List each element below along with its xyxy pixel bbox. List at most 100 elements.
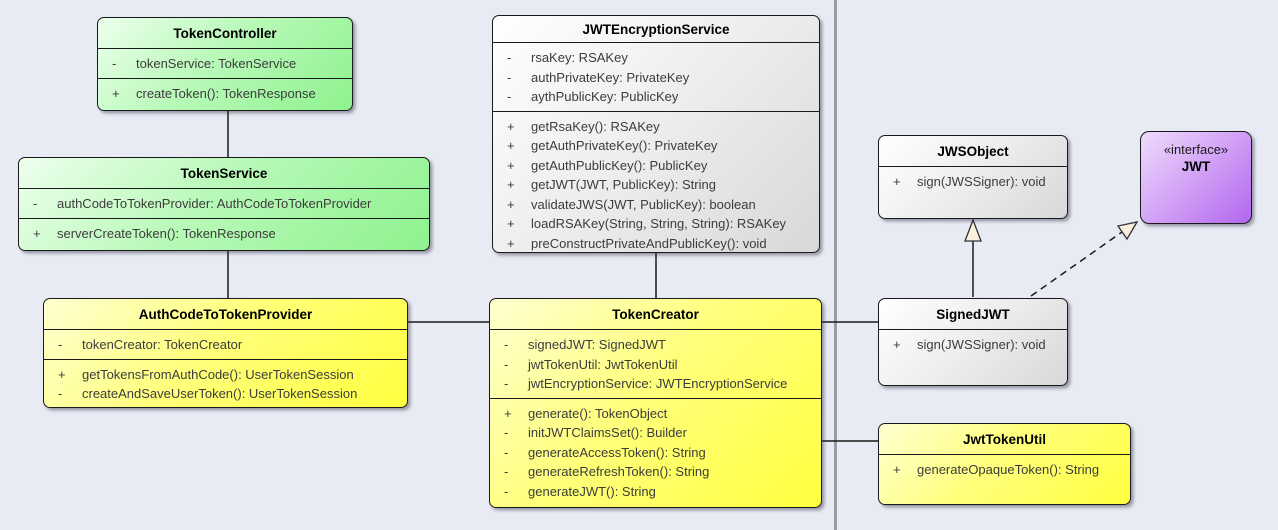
member-text: createToken(): TokenResponse — [136, 85, 316, 101]
visibility-symbol: + — [112, 85, 120, 101]
visibility-symbol: + — [893, 174, 901, 189]
member-text: jwtTokenUtil: JwtTokenUtil — [528, 356, 678, 372]
member-row: - authCodeToTokenProvider: AuthCodeToToke… — [23, 194, 425, 214]
member-text: authCodeToTokenProvider: AuthCodeToToken… — [57, 196, 372, 211]
member-text: getJWT(JWT, PublicKey): String — [531, 177, 716, 192]
member-row: - jwtEncryptionService: JWTEncryptionServ… — [494, 374, 817, 394]
class-signedjwt[interactable]: SignedJWT + sign(JWSSigner): void — [878, 298, 1068, 386]
methods-compartment: + getRsaKey(): RSAKey + getAuthPrivateKey()… — [493, 110, 819, 253]
visibility-symbol: + — [507, 216, 515, 231]
realization-triangle-icon — [1116, 221, 1139, 241]
visibility-symbol: - — [504, 376, 509, 391]
member-text: createAndSaveUserToken(): UserTokenSessi… — [82, 386, 358, 401]
visibility-symbol: - — [33, 196, 38, 211]
visibility-symbol: - — [504, 356, 509, 372]
visibility-symbol: - — [112, 56, 117, 71]
attributes-compartment: - authCodeToTokenProvider: AuthCodeToToke… — [19, 188, 429, 218]
member-text: loadRSAKey(String, String, String): RSAK… — [531, 216, 787, 231]
class-title: AuthCodeToTokenProvider — [138, 307, 313, 322]
member-text: aythPublicKey: PublicKey — [531, 89, 679, 104]
methods-compartment: +generate(): TokenObject - initJWTClaimsSe… — [490, 397, 821, 508]
member-text: signedJWT: SignedJWT — [528, 337, 666, 352]
methods-compartment: + getTokensFromAuthCode(): UserTokenSessi… — [44, 358, 407, 408]
methods-compartment: +serverCreateToken(): TokenResponse — [19, 217, 429, 251]
visibility-symbol: + — [33, 225, 41, 241]
member-row: -signedJWT: SignedJWT — [494, 335, 817, 355]
class-title: TokenCreator — [612, 307, 699, 322]
class-jwtencryptionservice[interactable]: JWTEncryptionService - rsaKey: RSAKey - aut… — [492, 15, 820, 253]
methods-compartment: + createToken(): TokenResponse — [98, 77, 352, 111]
member-text: authPrivateKey: PrivateKey — [531, 69, 690, 85]
member-text: getRsaKey(): RSAKey — [531, 118, 660, 134]
class-title: JWT — [1181, 159, 1211, 174]
visibility-symbol: - — [58, 337, 63, 352]
class-tokencontroller[interactable]: TokenController - tokenService: TokenServ… — [97, 17, 353, 111]
class-title: JwtTokenUtil — [962, 432, 1046, 447]
member-text: generateRefreshToken(): String — [528, 464, 710, 479]
member-text: tokenCreator: TokenCreator — [82, 337, 243, 352]
member-row: - authPrivateKey: PrivateKey — [497, 68, 815, 88]
visibility-symbol: - — [507, 69, 512, 85]
member-text: rsaKey: RSAKey — [531, 50, 628, 65]
visibility-symbol: - — [504, 464, 509, 479]
visibility-symbol: + — [507, 235, 515, 251]
attributes-compartment: - rsaKey: RSAKey - authPrivateKey: PrivateK… — [493, 42, 819, 111]
member-text: generateJWT(): String — [528, 483, 656, 499]
attributes-compartment: - tokenService: TokenService — [98, 48, 352, 78]
member-row: + sign(JWSSigner): void — [883, 172, 1063, 192]
member-text: sign(JWSSigner): void — [917, 337, 1046, 352]
member-row: - generateRefreshToken(): String — [494, 462, 817, 482]
class-title: SignedJWT — [936, 307, 1010, 322]
visibility-symbol: + — [507, 157, 515, 173]
visibility-symbol: + — [507, 196, 515, 212]
attributes-compartment: - tokenCreator: TokenCreator — [44, 329, 407, 359]
attributes-compartment: -signedJWT: SignedJWT-jwtTokenUtil: JwtT… — [490, 329, 821, 398]
class-jwsobject[interactable]: JWSObject + sign(JWSSigner): void — [878, 135, 1068, 219]
member-text: jwtEncryptionService: JWTEncryptionServi… — [528, 376, 788, 391]
class-authcodetotokenprovider[interactable]: AuthCodeToTokenProvider - tokenCreator: T… — [43, 298, 408, 408]
member-row: - aythPublicKey: PublicKey — [497, 87, 815, 107]
relation-signedjwt-jwsobject-generalization[interactable] — [964, 218, 982, 297]
visibility-symbol: - — [507, 50, 512, 65]
class-jwt-interface[interactable]: «interface» JWT — [1140, 131, 1252, 224]
class-title: JWSObject — [937, 144, 1009, 159]
visibility-symbol: + — [58, 366, 66, 382]
visibility-symbol: + — [507, 118, 515, 134]
relation-signedjwt-jwt-realization[interactable] — [1030, 221, 1139, 297]
member-row: -generateAccessToken(): String — [494, 443, 817, 463]
visibility-symbol: - — [504, 483, 509, 499]
class-tokenservice[interactable]: TokenService - authCodeToTokenProvider: A… — [18, 157, 430, 251]
class-title: TokenService — [180, 166, 268, 181]
class-tokencreator[interactable]: TokenCreator -signedJWT: SignedJWT-jwtTo… — [489, 298, 822, 508]
member-row: - createAndSaveUserToken(): UserTokenSess… — [48, 384, 403, 404]
member-text: initJWTClaimsSet(): Builder — [528, 425, 687, 440]
member-row: + getTokensFromAuthCode(): UserTokenSessi… — [48, 365, 403, 385]
member-row: + createToken(): TokenResponse — [102, 84, 348, 104]
member-text: validateJWS(JWT, PublicKey): boolean — [531, 196, 756, 212]
class-title: TokenController — [173, 26, 277, 41]
member-text: getAuthPrivateKey(): PrivateKey — [531, 138, 718, 153]
member-row: - jwtTokenUtil: JwtTokenUtil — [494, 355, 817, 375]
class-title: JWTEncryptionService — [582, 22, 730, 37]
visibility-symbol: - — [507, 89, 512, 104]
visibility-symbol: + — [893, 337, 901, 352]
generalization-triangle-icon — [964, 218, 982, 242]
member-row: +getJWT(JWT, PublicKey): String — [497, 175, 815, 195]
member-text: sign(JWSSigner): void — [917, 174, 1046, 189]
member-row: +generateOpaqueToken(): String — [883, 460, 1126, 480]
member-row: - generateJWT(): String — [494, 482, 817, 502]
member-row: - tokenService: TokenService — [102, 54, 348, 74]
visibility-symbol: - — [58, 386, 63, 401]
class-jwttokenutil[interactable]: JwtTokenUtil +generateOpaqueToken(): Str… — [878, 423, 1131, 505]
visibility-symbol: - — [504, 444, 509, 460]
stereotype-label: «interface» — [1163, 142, 1229, 157]
member-row: +generate(): TokenObject — [494, 404, 817, 424]
visibility-symbol: + — [504, 405, 512, 421]
member-row: + validateJWS(JWT, PublicKey): boolean — [497, 195, 815, 215]
member-text: tokenService: TokenService — [136, 56, 297, 71]
member-text: getTokensFromAuthCode(): UserTokenSessio… — [82, 366, 354, 382]
member-row: + loadRSAKey(String, String, String): RSA… — [497, 214, 815, 234]
member-row: +serverCreateToken(): TokenResponse — [23, 224, 425, 244]
member-text: preConstructPrivateAndPublicKey(): void — [531, 235, 767, 251]
